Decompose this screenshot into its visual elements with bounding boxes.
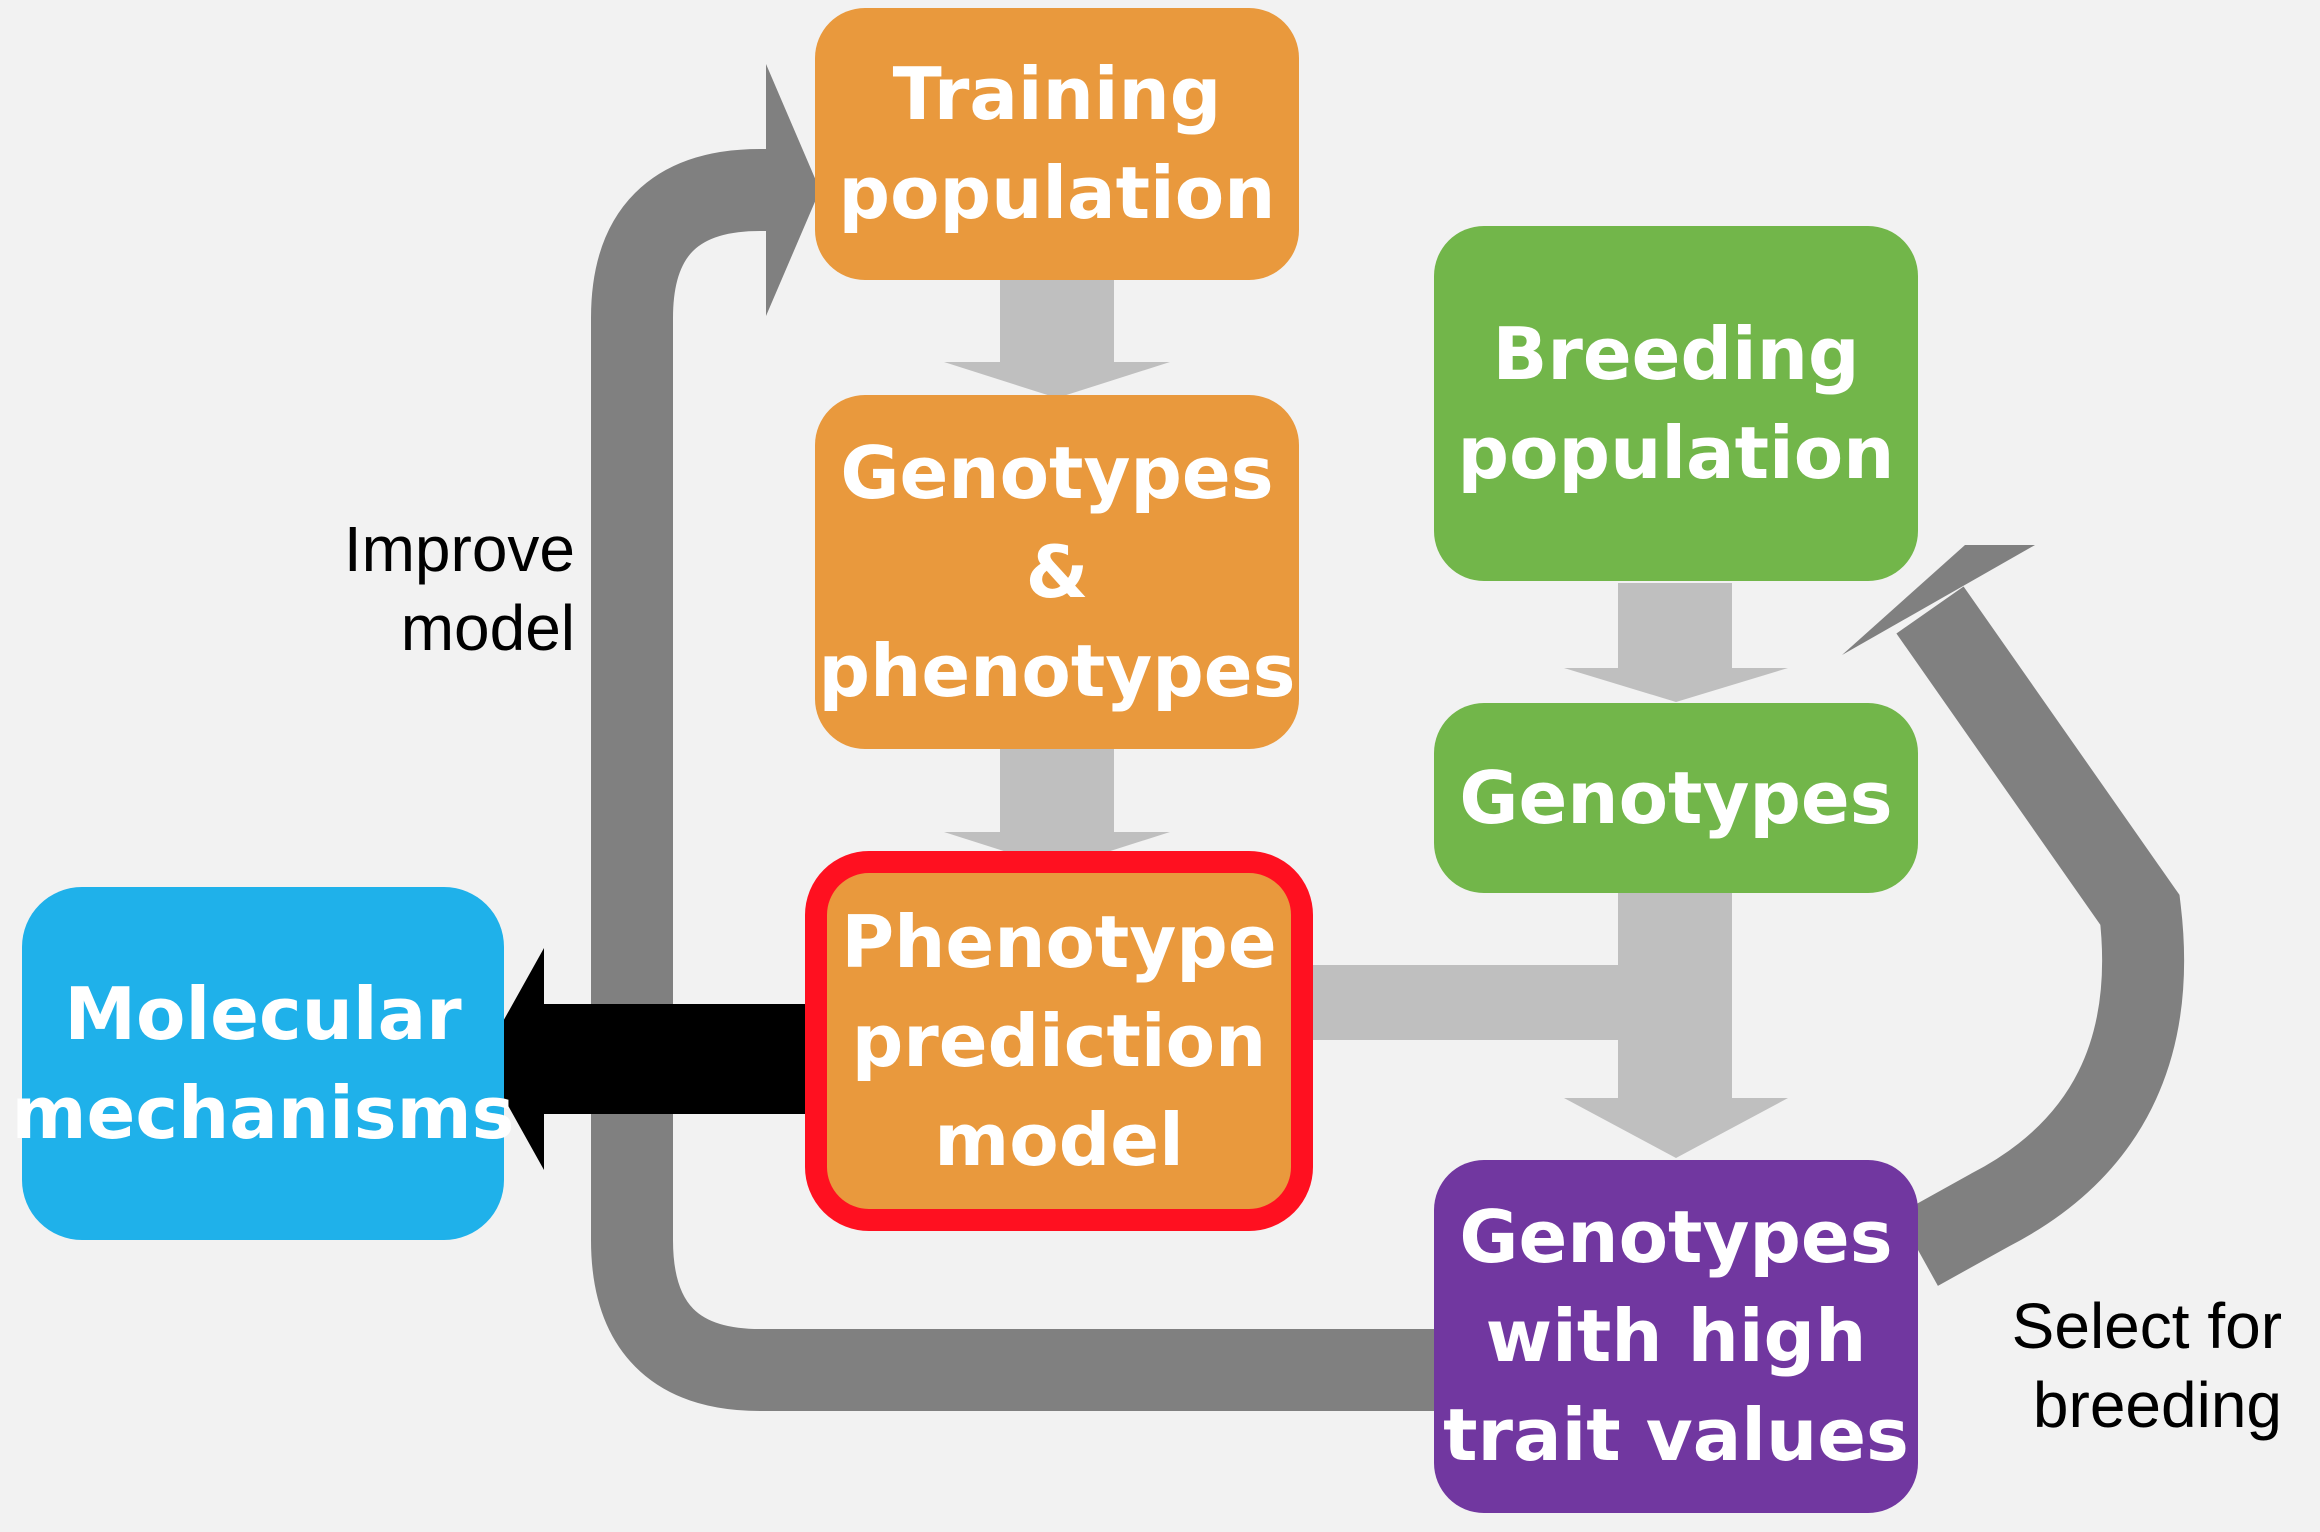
arrow-merge-to-high-trait xyxy=(1300,890,1788,1158)
arrow-breeding-to-genotypes xyxy=(1564,583,1788,702)
node-molecular-mechanisms: Molecular mechanisms xyxy=(11,887,515,1240)
node-breeding-population: Breeding population xyxy=(1434,226,1918,581)
arrow-improve-model-head xyxy=(766,64,820,316)
node-genotypes: Genotypes xyxy=(1434,703,1918,893)
arrow-select-breeding-head xyxy=(1842,545,2035,655)
node-genotypes-phenotypes: Genotypes & phenotypes xyxy=(815,395,1299,749)
arrow-select-breeding-loop xyxy=(1896,586,2184,1286)
label-improve-model: Improve model xyxy=(343,513,575,664)
node-genotypes-high-trait-values: Genotypes with high trait values xyxy=(1434,1160,1918,1513)
arrow-genopheno-to-model xyxy=(944,745,1170,868)
arrow-improve-model-loop xyxy=(591,149,1440,1411)
arrow-training-to-genopheno xyxy=(944,275,1170,398)
node-phenotype-prediction-model: Phenotype prediction model xyxy=(805,851,1313,1231)
label-select-for-breeding: Select for breeding xyxy=(2011,1290,2282,1441)
node-training-population: Training population xyxy=(815,8,1299,280)
arrow-model-to-molecular xyxy=(482,948,812,1170)
